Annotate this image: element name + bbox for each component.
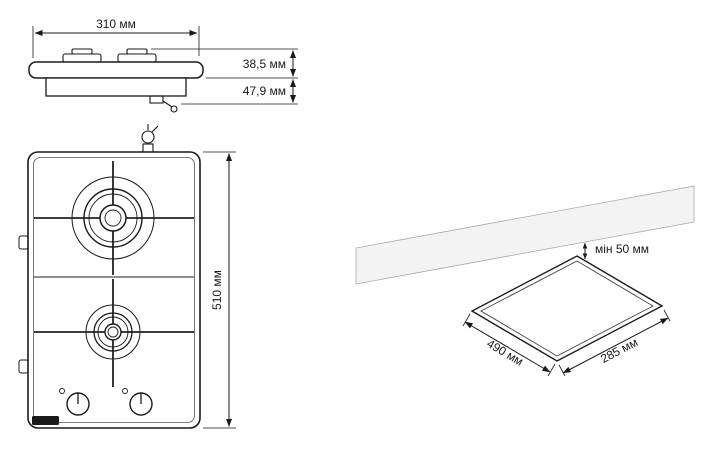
extension-tick	[558, 364, 566, 377]
burner-ring	[83, 188, 143, 248]
hob-underbox-profile	[45, 77, 187, 97]
side-view: 310 мм 38,5 мм 47,9 мм	[28, 17, 298, 113]
mounting-tab	[18, 359, 29, 374]
wall-panel	[355, 185, 695, 285]
hob-body-outline	[27, 151, 201, 429]
dimension-line	[562, 317, 669, 374]
burner-ring	[97, 316, 129, 348]
burner-ring	[85, 304, 141, 360]
length-label: 510 мм	[210, 270, 224, 310]
cutout-length-label: 490 мм	[484, 336, 525, 368]
gas-valve	[141, 124, 159, 153]
extension-tick	[663, 309, 671, 322]
dimension-wall-gap: мін 50 мм	[582, 242, 649, 260]
burner-indicator-icon	[59, 388, 65, 394]
valve-body	[141, 130, 155, 144]
hob-side-profile	[28, 48, 204, 113]
dimension-length: 510 мм	[203, 151, 236, 429]
gas-connector	[149, 95, 164, 104]
brand-logo	[32, 416, 59, 425]
height-total-label: 47,9 мм	[243, 84, 286, 98]
burner-cap-profile	[126, 48, 148, 55]
burner-ring	[88, 193, 138, 243]
control-knobs	[59, 388, 153, 416]
burner-small	[85, 304, 141, 360]
side-width-label: 310 мм	[96, 17, 136, 31]
cutout-depth-label: 285 мм	[598, 335, 640, 366]
burner-base-profile	[117, 53, 157, 63]
dimension-heights: 38,5 мм 47,9 мм	[151, 48, 298, 105]
gas-pipe-fitting	[170, 105, 178, 113]
hob-panel-profile	[28, 61, 204, 79]
burner-ring	[93, 312, 133, 352]
burner-base-profile	[62, 53, 102, 63]
extension-tick	[547, 363, 556, 377]
valve-lever	[151, 125, 159, 133]
burner-cap-inner	[104, 209, 122, 227]
dimension-width: 310 мм	[32, 17, 200, 58]
hob-inner-outline	[33, 157, 195, 423]
burner-large	[71, 176, 155, 260]
gas-pipe	[162, 100, 173, 108]
installation-view: мін 50 мм 490 мм 285 мм	[355, 185, 695, 377]
wall-gap-label: мін 50 мм	[595, 242, 649, 256]
burner-indicator-icon	[122, 388, 128, 394]
cutout-inner	[480, 260, 654, 357]
burner-cap	[104, 323, 122, 341]
top-view: 510 мм	[18, 124, 236, 429]
burner-ring	[71, 176, 155, 260]
mounting-tab	[18, 235, 29, 250]
dimension-line	[464, 321, 551, 373]
extension-tick	[462, 313, 471, 327]
valve-base	[142, 143, 154, 153]
burner-cap-profile	[71, 48, 93, 55]
height-above-label: 38,5 мм	[243, 57, 286, 71]
burner-cap-inner	[107, 326, 119, 338]
burner-cap	[99, 204, 127, 232]
